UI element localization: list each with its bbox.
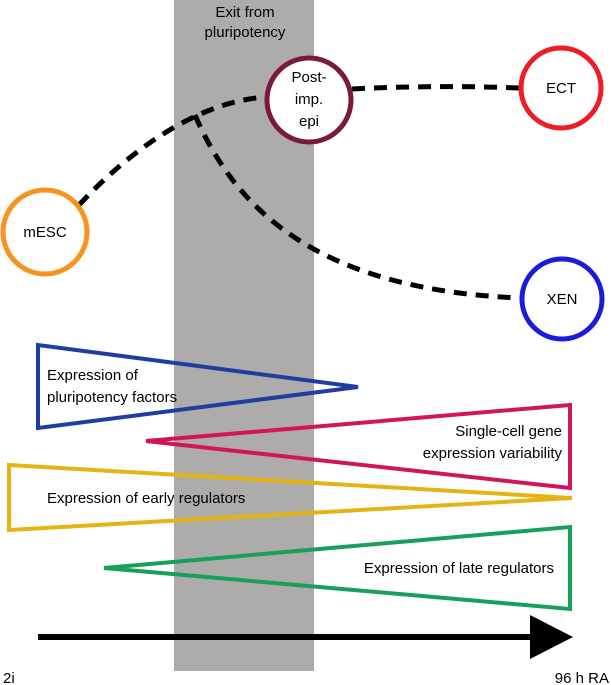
node-ect: ECT: [518, 45, 604, 131]
node-postimp-epi: Post- imp. epi: [264, 55, 354, 145]
wedge-pluripotency-line2: pluripotency factors: [47, 389, 177, 406]
node-mesc-label: mESC: [23, 224, 67, 241]
node-postimp-line2: imp.: [295, 91, 323, 108]
node-xen-label: XEN: [547, 291, 578, 308]
timeline-arrow: [38, 615, 573, 659]
wedge-variability-line2: expression variability: [423, 445, 563, 462]
band-title-line1: Exit from: [215, 4, 274, 21]
node-postimp-line1: Post-: [291, 69, 326, 86]
timeline-end-label: 96 h RA: [555, 670, 609, 685]
path-postimp-to-xen: [192, 114, 521, 301]
node-xen: XEN: [519, 256, 605, 342]
timeline-start-label: 2i: [3, 670, 15, 685]
wedge-pluripotency-factors: Expression of pluripotency factors: [36, 342, 359, 431]
node-postimp-line3: epi: [299, 113, 319, 130]
band-title-line2: pluripotency: [205, 24, 286, 41]
path-mesc-to-postimp: [77, 94, 269, 207]
node-ect-label: ECT: [546, 80, 576, 97]
wedge-late-regulators: Expression of late regulators: [103, 524, 572, 612]
wedge-pluripotency-line1: Expression of: [47, 367, 139, 384]
wedge-late-label: Expression of late regulators: [364, 560, 554, 577]
wedge-early-label: Expression of early regulators: [47, 490, 245, 507]
node-mesc: mESC: [0, 187, 90, 277]
wedge-expression-variability: Single-cell gene expression variability: [145, 402, 572, 491]
wedge-variability-line1: Single-cell gene: [455, 423, 562, 440]
wedge-early-regulators: Expression of early regulators: [7, 462, 573, 533]
path-postimp-to-ect: [351, 84, 521, 92]
